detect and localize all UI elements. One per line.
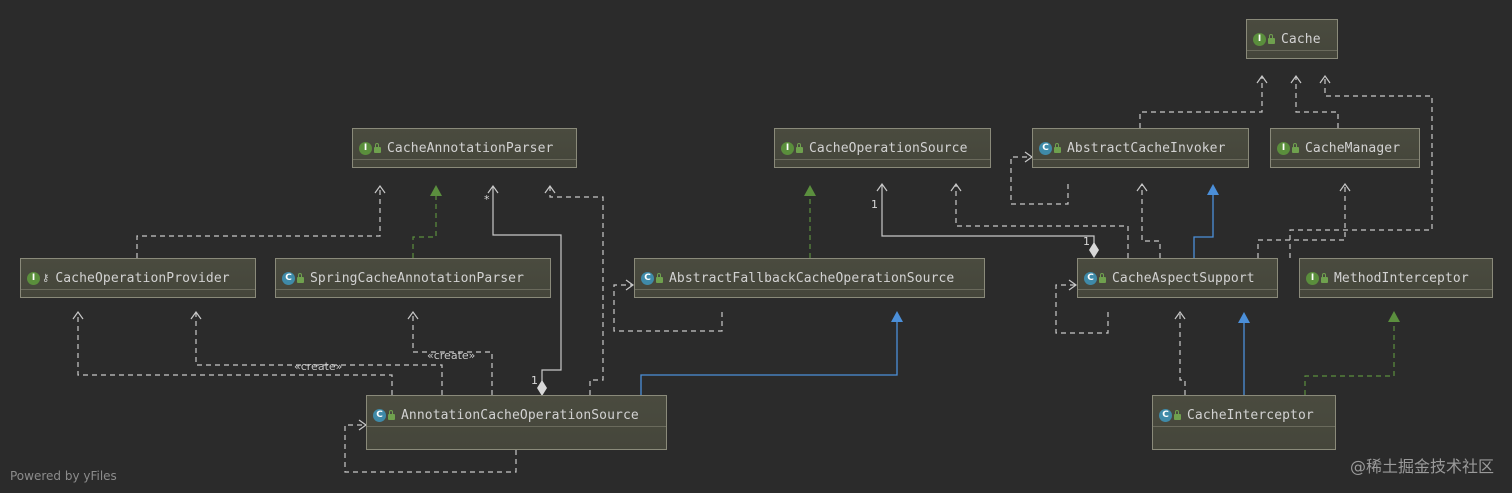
abstract-class-icon: C [1039, 141, 1052, 155]
assoc-cas-cos [881, 184, 1095, 244]
lock-icon [1321, 273, 1328, 283]
node-cache-operation-source[interactable]: I CacheOperationSource [774, 128, 991, 168]
realize-ci-mi [1304, 322, 1395, 395]
node-label: AbstractFallbackCacheOperationSource [669, 270, 955, 286]
dep-cas-to-aci [1141, 184, 1161, 258]
node-label: AbstractCacheInvoker [1067, 140, 1226, 156]
node-cache-aspect-support[interactable]: C CacheAspectSupport [1077, 258, 1278, 298]
lock-icon [1268, 34, 1275, 44]
footer-credit: Powered by yFiles [10, 469, 117, 483]
node-label: CacheOperationProvider [55, 270, 230, 286]
dep-aci-self [1010, 156, 1069, 205]
multiplicity-one-acos: 1 [531, 374, 538, 387]
interface-icon: I [1306, 271, 1319, 285]
dep-ci-to-cas [1179, 312, 1186, 395]
node-label: CacheAspectSupport [1112, 270, 1255, 286]
node-label: CacheManager [1305, 140, 1401, 156]
dep-cas-to-cache [1289, 76, 1433, 258]
node-label: AnnotationCacheOperationSource [401, 407, 639, 423]
create-label-mid: «create» [427, 349, 476, 362]
interface-icon: I [359, 141, 372, 155]
class-icon: C [1159, 408, 1172, 422]
class-icon: C [282, 271, 295, 285]
watermark: @稀土掘金技术社区 [1349, 457, 1494, 476]
dep-cas-self [1055, 284, 1109, 334]
node-label: MethodInterceptor [1334, 270, 1469, 286]
abstract-class-icon: C [1084, 271, 1097, 285]
node-cache-annotation-parser[interactable]: I CacheAnnotationParser [352, 128, 577, 168]
dep-cas-to-cos [955, 184, 1129, 258]
extends-cas-aci [1193, 195, 1214, 258]
dep-aci-to-cache [1139, 76, 1263, 128]
lock-icon [1054, 143, 1061, 153]
dep-acos-to-provider [77, 312, 393, 395]
node-label: SpringCacheAnnotationParser [310, 270, 525, 286]
node-method-interceptor[interactable]: I MethodInterceptor [1299, 258, 1493, 298]
dep-afcos-to-cos [613, 284, 723, 332]
lock-icon [374, 143, 381, 153]
node-cache-interceptor[interactable]: C CacheInterceptor [1152, 395, 1336, 450]
node-label: CacheOperationSource [809, 140, 968, 156]
multiplicity-one-cas: 1 [1083, 235, 1090, 248]
interface-icon: I [1253, 32, 1266, 46]
extends-acos-afcos [640, 322, 898, 395]
lock-icon [656, 273, 663, 283]
assoc-acos-parser [492, 186, 562, 382]
interface-icon: I [1277, 141, 1290, 155]
lock-icon [1292, 143, 1299, 153]
key-icon: ⚷ [42, 272, 50, 284]
diamond-cas [1089, 242, 1099, 258]
multiplicity-star: * [484, 193, 490, 206]
node-abstract-cache-invoker[interactable]: C AbstractCacheInvoker [1032, 128, 1249, 168]
create-label-left: «create» [294, 360, 343, 373]
dep-acos-self [344, 424, 517, 473]
lock-icon [1099, 273, 1106, 283]
lock-icon [796, 143, 803, 153]
dep-acos-to-provider-2 [195, 312, 443, 395]
node-cache[interactable]: I Cache [1246, 19, 1338, 59]
dep-cm-to-cache [1295, 76, 1339, 128]
node-label: CacheInterceptor [1187, 407, 1314, 423]
node-cache-operation-provider[interactable]: I⚷ CacheOperationProvider [20, 258, 256, 298]
diamond-acos [537, 380, 547, 396]
node-annotation-cache-operation-source[interactable]: C AnnotationCacheOperationSource [366, 395, 667, 450]
lock-icon [1174, 410, 1181, 420]
abstract-class-icon: C [641, 271, 654, 285]
dep-cas-to-cm [1257, 184, 1346, 258]
lock-icon [297, 273, 304, 283]
dep-acos-to-springparser [412, 312, 493, 395]
class-icon: C [373, 408, 386, 422]
lock-icon [388, 410, 395, 420]
dep-provider-to-parser [136, 186, 381, 258]
interface-icon: I [781, 141, 794, 155]
node-spring-cache-annotation-parser[interactable]: C SpringCacheAnnotationParser [275, 258, 551, 298]
dep-acos-to-parser [549, 186, 604, 395]
node-cache-manager[interactable]: I CacheManager [1270, 128, 1420, 168]
interface-icon: I [27, 271, 40, 285]
multiplicity-one-cos: 1 [871, 198, 878, 211]
node-abstract-fallback-cache-operation-source[interactable]: C AbstractFallbackCacheOperationSource [634, 258, 985, 298]
realize-springparser-parser [412, 196, 437, 258]
node-label: Cache [1281, 31, 1321, 47]
node-label: CacheAnnotationParser [387, 140, 554, 156]
